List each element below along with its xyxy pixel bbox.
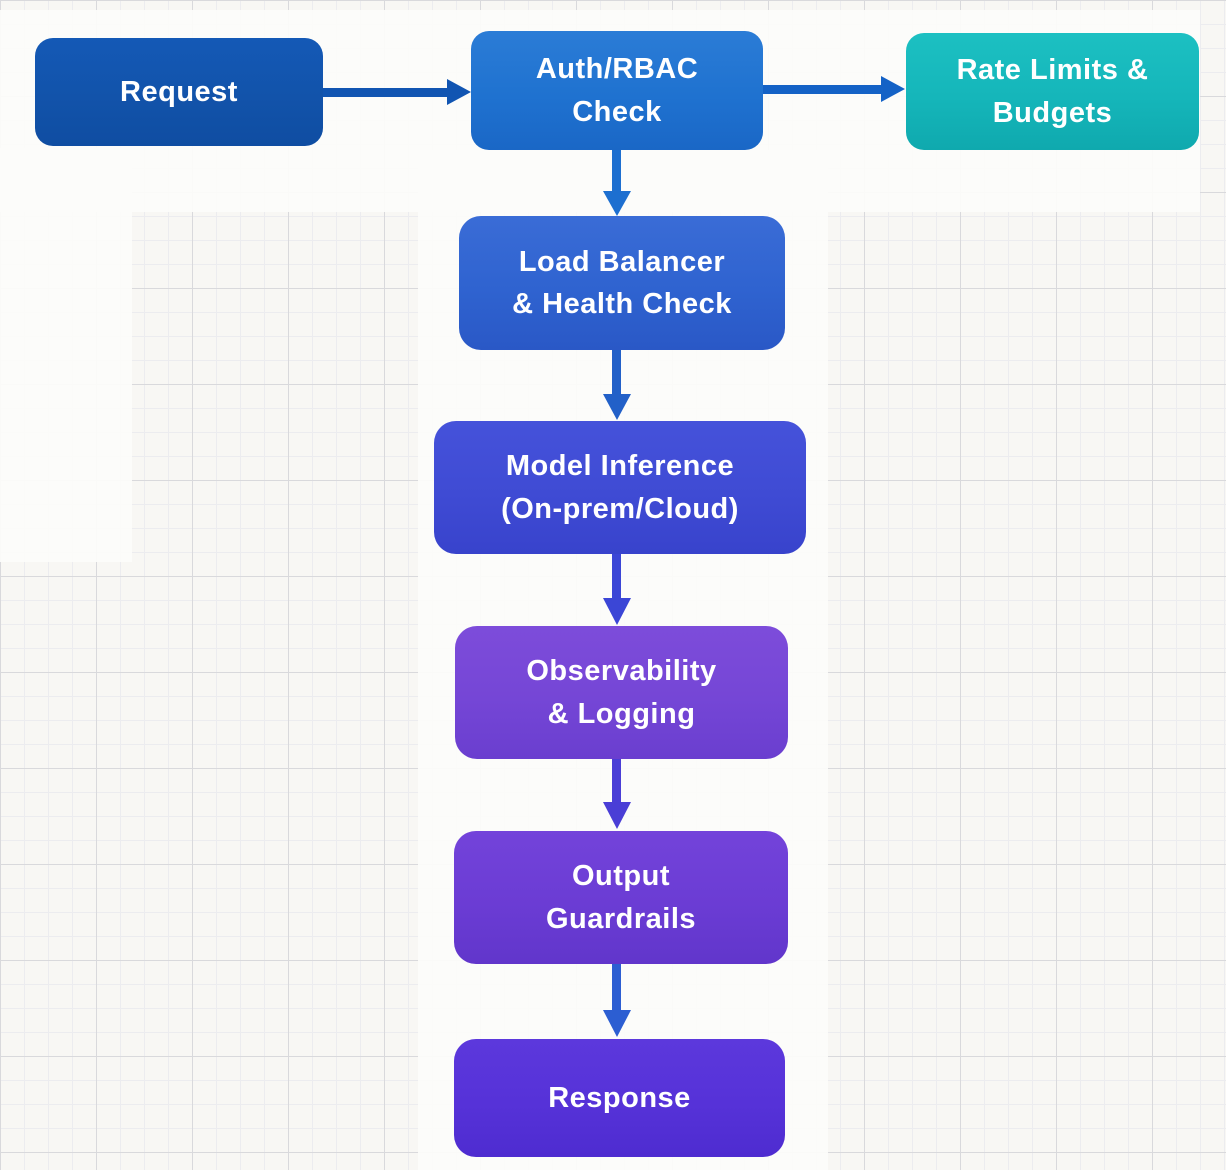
arrow-shaft [612,350,621,395]
node-label: Request [120,75,238,108]
node-load-balancer-health-check: Load Balancer & Health Check [459,216,785,350]
node-auth-rbac-check: Auth/RBAC Check [471,31,763,150]
node-label: Output Guardrails [545,860,697,935]
node-label: Response [548,1081,691,1114]
node-observability-logging: Observability & Logging [455,626,788,759]
arrowhead-right-icon [881,76,905,102]
arrowhead-right-icon [447,79,471,105]
background-wash-left [0,148,132,562]
node-output-guardrails: Output Guardrails [454,831,788,964]
arrowhead-down-icon [603,191,631,216]
node-model-inference: Model Inference (On-prem/Cloud) [434,421,806,554]
arrowhead-down-icon [603,802,631,829]
node-label: Model Inference (On-prem/Cloud) [501,450,739,525]
arrow-shaft [612,963,621,1011]
node-rate-limits-budgets: Rate Limits & Budgets [906,33,1199,150]
node-label: Load Balancer & Health Check [512,245,732,320]
arrowhead-down-icon [603,394,631,420]
arrow-shaft [612,759,621,803]
arrowhead-down-icon [603,598,631,625]
node-label: Auth/RBAC Check [535,53,699,128]
arrow-shaft [323,88,449,97]
arrow-shaft [763,85,883,94]
node-label: Rate Limits & Budgets [956,54,1149,129]
node-label: Observability & Logging [526,655,717,730]
node-request: Request [35,38,323,146]
node-response: Response [454,1039,785,1157]
arrowhead-down-icon [603,1010,631,1037]
arrow-shaft [612,554,621,599]
arrow-shaft [612,150,621,194]
